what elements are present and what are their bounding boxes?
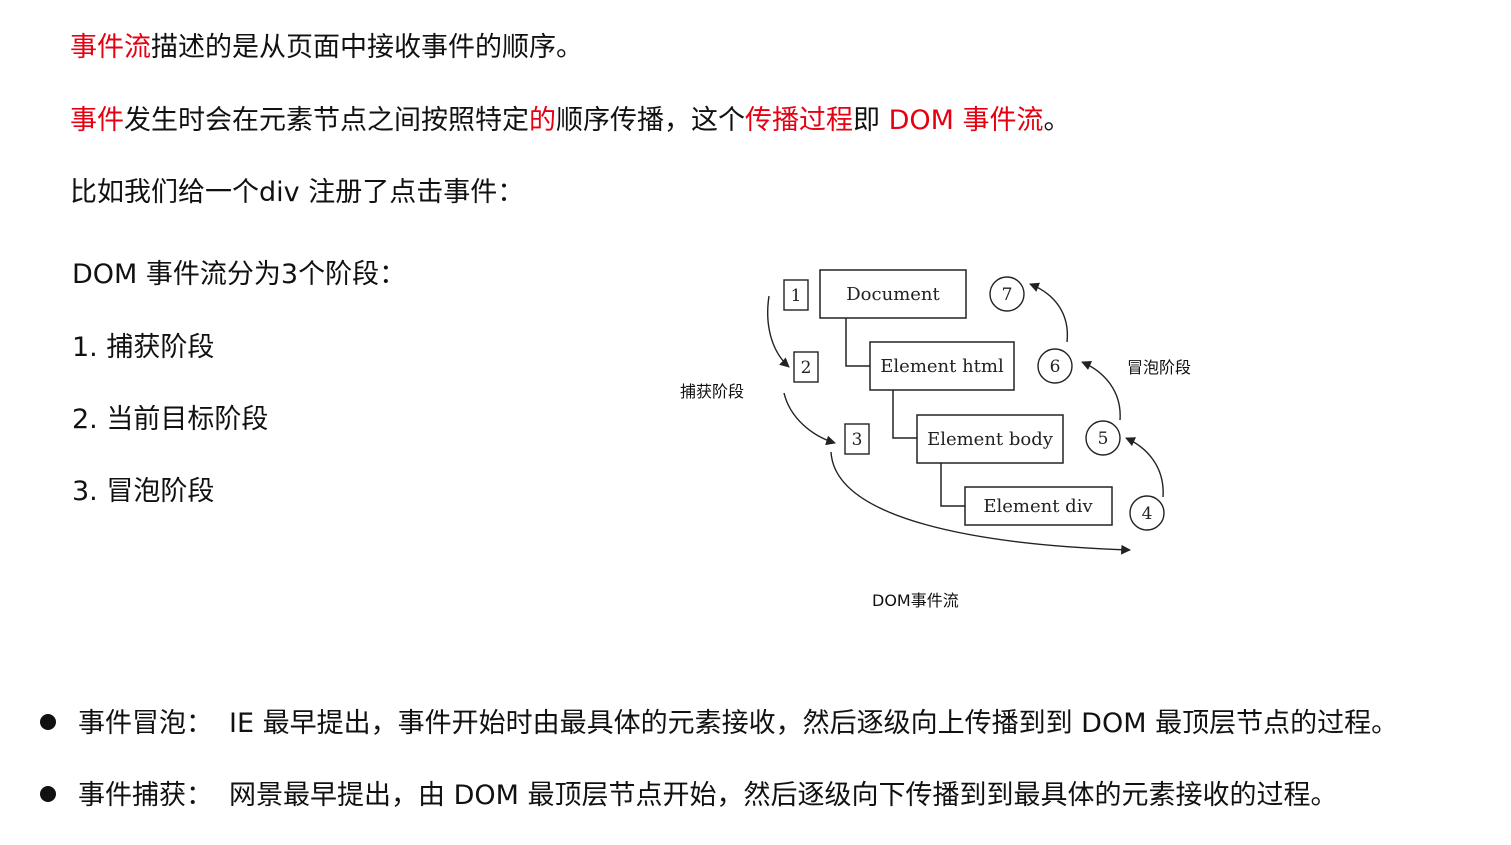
- dom-event-flow-diagram: Document Element html Element body Eleme…: [767, 269, 1165, 555]
- capture-phase-label: 捕获阶段: [680, 382, 745, 401]
- intro-line-2-part-1: 事件: [70, 105, 124, 136]
- bubble-step-7: 7: [1002, 285, 1013, 305]
- capture-step-box-2: [793, 351, 819, 383]
- bullet-event-capturing: 事件捕获： 网景最早提出，由 DOM 最顶层节点开始，然后逐级向下传播到到最具体的…: [40, 778, 1338, 814]
- bullet-text-capturing: 网景最早提出，由 DOM 最顶层节点开始，然后逐级向下传播到到最具体的元素接收的…: [229, 780, 1338, 811]
- bullet-label-bubbling: 事件冒泡：: [78, 708, 213, 739]
- node-label-div: Element div: [983, 496, 1093, 517]
- phase-item-capture: 1. 捕获阶段: [72, 332, 215, 363]
- capture-arrow-3-target: [830, 451, 1131, 555]
- node-box-div: [964, 486, 1113, 526]
- phase-item-target: 2. 当前目标阶段: [72, 404, 269, 435]
- intro-line-2-part-2: 发生时会在元素节点之间按照特定: [124, 105, 529, 136]
- capture-step-box-3: [844, 423, 870, 455]
- bubble-step-circle-7: [989, 276, 1025, 312]
- bubble-arrow-6-7: [1029, 282, 1069, 343]
- intro-keyword-event-flow: 事件流: [70, 32, 151, 63]
- bullet-dot-icon: [40, 714, 56, 730]
- tree-connectors: [845, 318, 965, 507]
- bubble-arrow-4-5: [1125, 437, 1164, 498]
- bubble-arrow-5-6: [1081, 361, 1121, 421]
- intro-line-2-part-8: 。: [1043, 105, 1071, 136]
- capture-step-box-1: [783, 279, 809, 311]
- diagram-caption: DOM事件流: [872, 591, 959, 610]
- bubble-step-circle-4: [1129, 495, 1165, 531]
- intro-line-2-part-3: 的: [529, 105, 556, 136]
- bubble-step-circle-6: [1037, 348, 1073, 384]
- node-box-document: [819, 269, 967, 319]
- intro-line-2-part-4: 顺序传播，这个: [556, 105, 745, 136]
- intro-line-2-part-7: DOM 事件流: [888, 105, 1044, 136]
- phase-item-bubble: 3. 冒泡阶段: [72, 476, 215, 507]
- intro-line-3: 比如我们给一个div 注册了点击事件：: [70, 177, 525, 208]
- intro-line-2-part-6: 即: [853, 105, 889, 136]
- phases-title: DOM 事件流分为3个阶段：: [72, 259, 407, 290]
- node-label-body: Element body: [927, 429, 1054, 450]
- node-box-html: [869, 341, 1015, 391]
- capture-arrow-1-2: [767, 295, 790, 368]
- bubble-step-5: 5: [1098, 429, 1109, 449]
- capture-step-1: 1: [791, 286, 802, 306]
- intro-line-1: 事件流描述的是从页面中接收事件的顺序。: [70, 30, 583, 66]
- intro-line-1-text: 描述的是从页面中接收事件的顺序。: [151, 32, 583, 63]
- bubble-step-4: 4: [1142, 504, 1153, 524]
- node-box-body: [916, 414, 1064, 464]
- bubble-phase-label: 冒泡阶段: [1127, 358, 1192, 377]
- bubble-step-circle-5: [1085, 420, 1121, 456]
- capture-step-2: 2: [801, 358, 812, 378]
- node-label-document: Document: [846, 284, 940, 305]
- intro-line-2: 事件发生时会在元素节点之间按照特定的顺序传播，这个传播过程即 DOM 事件流。: [70, 103, 1071, 139]
- capture-arrow-2-3: [783, 392, 836, 446]
- bubble-step-6: 6: [1050, 357, 1061, 377]
- intro-line-2-part-5: 传播过程: [745, 105, 853, 136]
- capture-step-3: 3: [852, 430, 863, 450]
- bullet-text-bubbling: IE 最早提出，事件开始时由最具体的元素接收，然后逐级向上传播到到 DOM 最顶…: [229, 708, 1399, 739]
- node-label-html: Element html: [880, 356, 1004, 377]
- bullet-dot-icon: [40, 786, 56, 802]
- bullet-label-capturing: 事件捕获：: [78, 780, 213, 811]
- bullet-event-bubbling: 事件冒泡： IE 最早提出，事件开始时由最具体的元素接收，然后逐级向上传播到到 D…: [40, 706, 1398, 742]
